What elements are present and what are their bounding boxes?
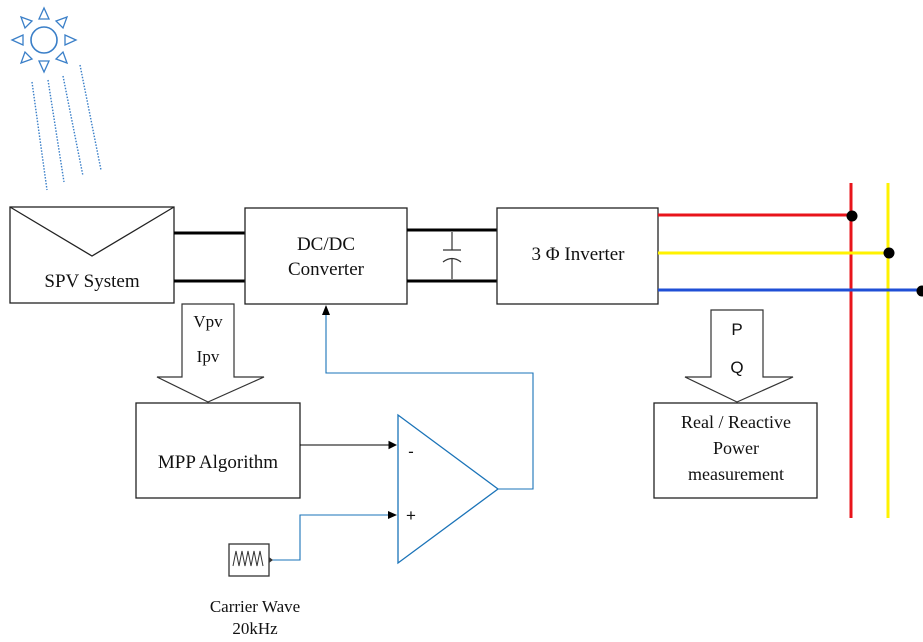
q-label: Q xyxy=(730,358,743,377)
pq-signal-arrow: P Q xyxy=(684,309,794,403)
mpp-algorithm-block: MPP Algorithm xyxy=(135,402,301,499)
comparator-plus: + xyxy=(406,506,416,525)
sunlight-rays xyxy=(31,64,102,191)
pwm-feedback-wire xyxy=(325,306,534,490)
grid-phase-a xyxy=(658,183,858,518)
comparator-block: - + xyxy=(397,413,500,565)
dcdc-converter-block: DC/DC Converter xyxy=(244,207,408,305)
carrier-label-line1: Carrier Wave xyxy=(210,597,300,616)
dc-bus-input xyxy=(174,231,245,283)
measure-label-line1: Real / Reactive xyxy=(681,412,791,432)
vpv-label: Vpv xyxy=(193,312,223,331)
grid-phase-b xyxy=(658,183,895,518)
carrier-to-comparator-wire xyxy=(271,514,393,561)
inverter-block: 3 Φ Inverter xyxy=(496,207,659,305)
p-label: P xyxy=(731,320,742,339)
mpp-label: MPP Algorithm xyxy=(158,452,278,473)
power-measurement-block: Real / Reactive Power measurement xyxy=(653,402,818,499)
inverter-label: 3 Φ Inverter xyxy=(531,244,625,265)
dc-link-bus xyxy=(407,228,497,283)
pv-panel-icon xyxy=(9,206,175,257)
dcdc-label-line2: Converter xyxy=(288,259,365,280)
dcdc-label-line1: DC/DC xyxy=(297,234,355,255)
spv-system-block: SPV System xyxy=(9,206,175,304)
sun-icon xyxy=(10,6,78,74)
spv-system-label: SPV System xyxy=(44,271,139,292)
grid-phase-c xyxy=(658,285,923,297)
measure-label-line2: Power xyxy=(713,438,759,458)
carrier-label-line2: 20kHz xyxy=(232,619,278,638)
capacitor-icon xyxy=(442,232,462,279)
carrier-wave-icon xyxy=(228,543,273,577)
vpv-ipv-signal-arrow: Vpv Ipv xyxy=(156,303,265,403)
comparator-minus: - xyxy=(408,442,414,461)
measure-label-line3: measurement xyxy=(688,464,784,484)
ipv-label: Ipv xyxy=(197,347,220,366)
